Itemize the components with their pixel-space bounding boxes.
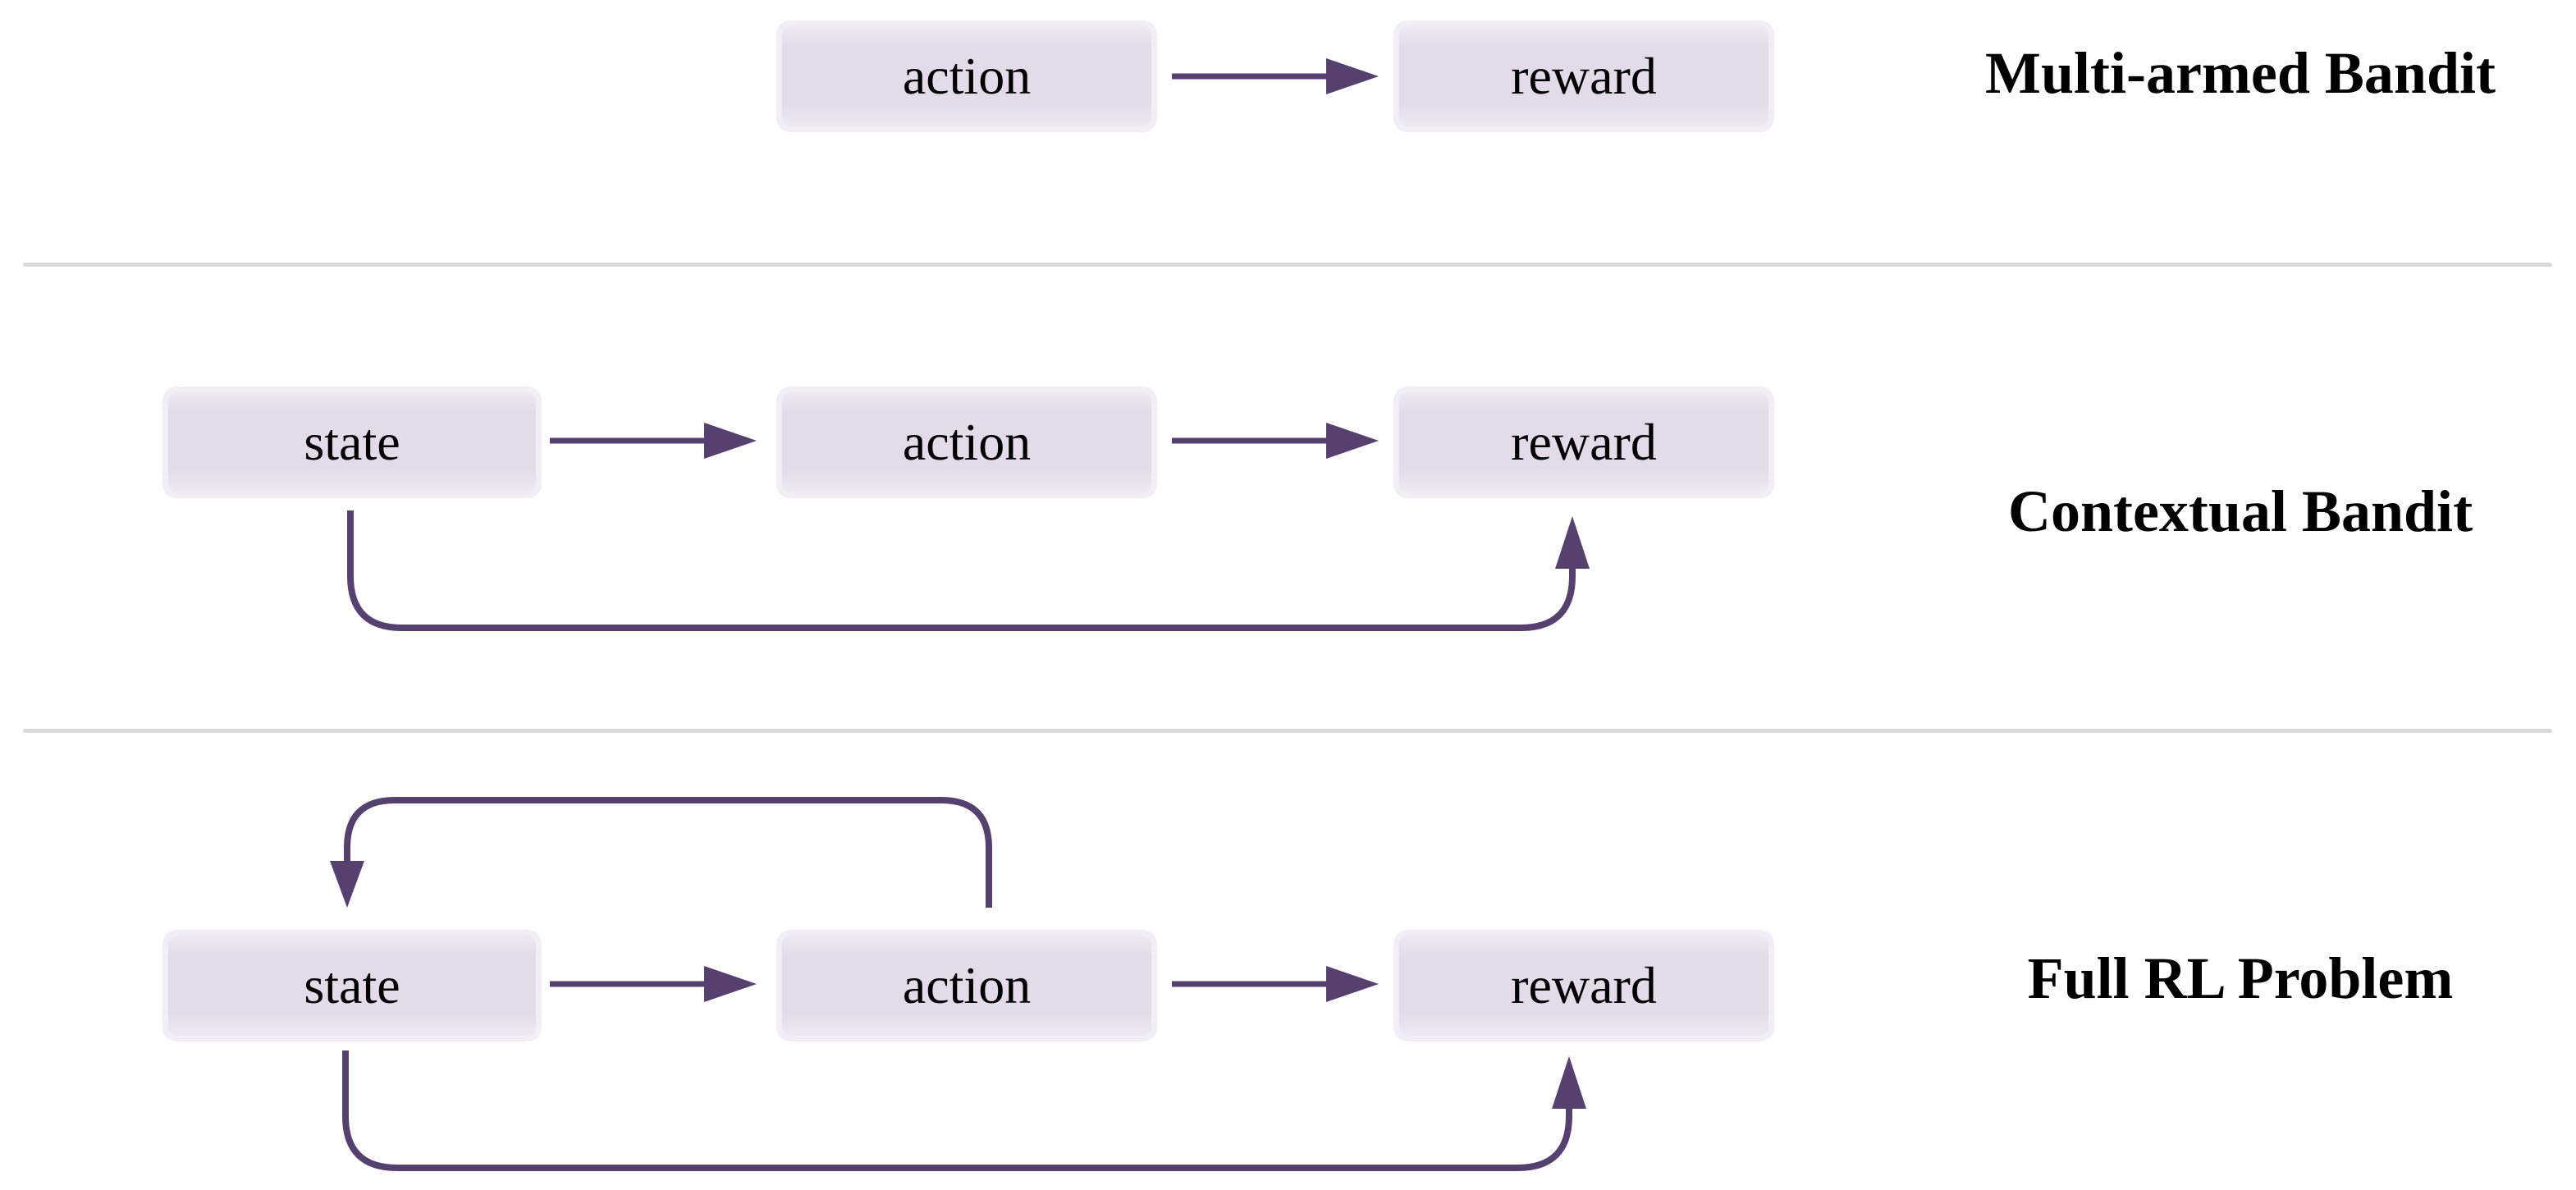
node-reward-row2: reward [1399, 392, 1768, 492]
node-reward-row1: reward [1399, 26, 1768, 126]
row-label-full-rl-problem: Full RL Problem [2027, 945, 2454, 1011]
arrow-action-to-reward-row3 [1172, 966, 1379, 1002]
node-reward-row3: reward [1399, 936, 1768, 1036]
node-state-row3: state [168, 936, 536, 1036]
arrow-state-to-reward-loop-row3 [342, 1050, 1586, 1171]
row-label-contextual-bandit: Contextual Bandit [2007, 478, 2473, 544]
node-action-row3: action [782, 936, 1151, 1036]
arrow-action-to-reward-row1 [1172, 58, 1379, 94]
arrow-state-to-action-row2 [550, 423, 757, 459]
arrowhead-down-icon [330, 861, 364, 908]
node-action-row1: action [782, 26, 1151, 126]
arrowhead-right-icon [1326, 423, 1379, 459]
arrowhead-right-icon [704, 423, 757, 459]
arrowhead-up-icon [1552, 1056, 1586, 1109]
arrowhead-right-icon [704, 966, 757, 1002]
separator-row2-row3 [23, 729, 2552, 733]
node-state-row2: state [168, 392, 536, 492]
arrowhead-up-icon [1555, 516, 1590, 569]
separator-row1-row2 [23, 263, 2552, 267]
arrow-action-to-reward-row2 [1172, 423, 1379, 459]
node-action-row2: action [782, 392, 1151, 492]
arrow-action-to-state-loop-row3 [330, 797, 992, 908]
row-label-multi-armed-bandit: Multi-armed Bandit [1985, 40, 2496, 106]
arrowhead-right-icon [1326, 58, 1379, 94]
arrow-state-to-action-row3 [550, 966, 757, 1002]
arrow-state-to-reward-loop-row2 [347, 510, 1590, 631]
arrowhead-right-icon [1326, 966, 1379, 1002]
